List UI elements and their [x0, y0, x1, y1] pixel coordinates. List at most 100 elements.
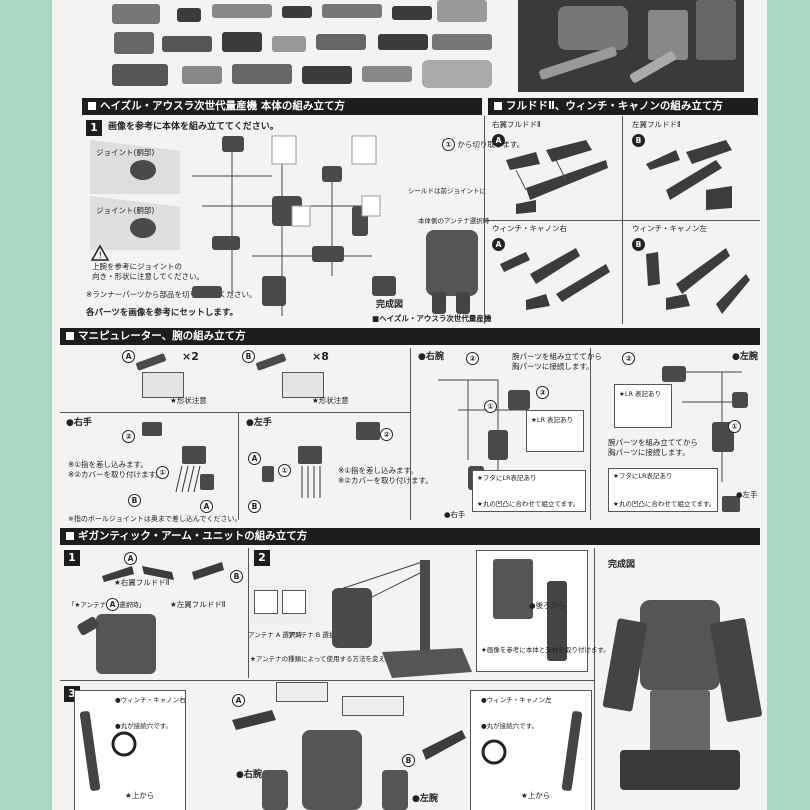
label-a: A [200, 500, 213, 513]
left-hand-diagram [262, 422, 380, 498]
left-wing-diagram [646, 140, 732, 210]
right-arm-label: ●右腕 [236, 770, 262, 780]
part-b-block: B ×8 ★形状注意 [242, 350, 362, 408]
left-wing-label: ★左翼フルドドⅡ [170, 600, 226, 609]
winch-right-label: ウィンチ・キャノン右 [492, 224, 567, 233]
label-c2: ② [622, 352, 635, 365]
winch-left-label: ウィンチ・キャノン左 [632, 224, 707, 233]
cover-note: ※②カバーを取り付けます。 [338, 476, 433, 485]
antenna-note: ★アンテナの種類によって使用する方法を変えます。 [250, 655, 404, 663]
right-hand-small: ●右手 [444, 510, 466, 519]
left-wing-label: 左翼フルドドⅡ [632, 120, 681, 129]
winch-left-detail: ●ウィンチ・キャノン左 ●丸が接続穴です。 ★上から [470, 690, 592, 810]
label-c2: ② [380, 428, 393, 441]
label-c2: ② [122, 430, 135, 443]
lr-detail-box: ★LR 表記あり [526, 410, 584, 452]
section-header-gigantic: ギガンティック・アーム・ユニットの組み立て方 [60, 528, 760, 545]
circle-marker-icon [111, 731, 137, 757]
label-a: A [492, 134, 505, 147]
divider [60, 412, 410, 413]
winch-left-diagram [646, 248, 750, 314]
divider [248, 548, 249, 678]
right-hand-label: ●右手 [66, 418, 92, 428]
left-arm-label: ●左腕 [732, 352, 758, 362]
label-a: A [124, 552, 137, 565]
label-c3: ③ [536, 386, 549, 399]
finger-note: ※①指を差し込みます。 [338, 466, 418, 475]
ball-joint-note: ※指のボールジョイントは奥まで差し込んでください。 [68, 515, 242, 523]
step-number: 1 [86, 120, 102, 136]
set-note: 各パーツを画像を参考にセットします。 [86, 308, 238, 318]
label-b: B [632, 238, 645, 251]
cover-note: ※②カバーを取り付けます。 [68, 470, 163, 479]
left-arm-label: ●左腕 [412, 794, 438, 804]
section-header-fulldo: フルドドⅡ、ウィンチ・キャノンの組み立て方 [488, 98, 758, 115]
label-c1: ① [156, 466, 169, 479]
antenna-choice-box [250, 584, 312, 624]
mini-detail [276, 682, 328, 702]
parts-list [82, 0, 502, 92]
right-wing-label: 右翼フルドドⅡ [492, 120, 541, 129]
right-arm-label: ●右腕 [418, 352, 444, 362]
robot-body [96, 614, 156, 674]
label-c1: ① [728, 420, 741, 433]
divider [60, 680, 594, 681]
part-a-block: A ×2 ★形状注意 [122, 350, 222, 408]
circle-marker-icon [481, 739, 507, 765]
label-b: B [128, 494, 141, 507]
arm-note-3: 腕パーツを組み立ててから [608, 438, 698, 447]
winch-right-detail: ●ウィンチ・キャノン右 ●丸が接続穴です。 ★上から [74, 690, 186, 810]
joint-detail-2: ジョイント(胴部) [90, 196, 180, 250]
body-instruction: 画像を参考に本体を組み立ててください。 [108, 122, 279, 132]
label-a: A [232, 694, 245, 707]
kit-photo [518, 0, 744, 92]
divider [238, 412, 239, 520]
left-hand-small: ●左手 [736, 490, 758, 499]
label-c1: ① [278, 464, 291, 477]
lid-detail-box: ★フタにLR表記あり ★丸の凹凸に合わせて組立てます。 [472, 470, 586, 512]
label-b: B [402, 754, 415, 767]
section-header-manipulator: マニピュレーター、腕の組み立て方 [60, 328, 760, 345]
finger-note: ※①指を差し込みます。 [68, 460, 148, 469]
label-c2: ② [466, 352, 479, 365]
step-number: 2 [254, 550, 270, 566]
complete-label: 完成図 [608, 560, 636, 570]
section-header-body: ヘイズル・アウスラ次世代量産機 本体の組み立て方 [82, 98, 482, 115]
complete-view-gigantic [600, 580, 764, 810]
arm-note-4: 胸パーツに接続します。 [608, 448, 690, 457]
step-number: 1 [64, 550, 80, 566]
label-b: B [632, 134, 645, 147]
label-c1: ① [484, 400, 497, 413]
lid-detail-box: ★フタにLR表記あり ★丸の凹凸に合わせて組立てます。 [608, 468, 718, 512]
label-b: B [230, 570, 243, 583]
shield-note: シールドは前ジョイントに [408, 187, 486, 195]
arm-attach-diagram [232, 710, 466, 810]
wing-attach-diagram [102, 562, 224, 582]
complete-caption: ■ヘイズル・アウスラ次世代量産機 [372, 314, 492, 323]
antenna-a-choice: アンテナ A 選択時 [248, 631, 302, 639]
lr-detail-box: ★LR 表記あり [614, 384, 672, 428]
divider [410, 348, 411, 520]
winch-right-diagram [500, 248, 610, 310]
divider [590, 348, 591, 520]
body-exploded-diagram [192, 135, 396, 316]
right-wing-label: ★右翼フルドドⅡ [114, 578, 170, 587]
stand-diagram [331, 560, 472, 678]
runner-note: ※ランナーパーツから部品を切り取ってください。 [86, 290, 257, 299]
label-a: A [492, 238, 505, 251]
svg-text:!: ! [99, 251, 103, 261]
antenna-b-choice: アンテナ B 選択時 [288, 631, 342, 639]
right-wing-diagram [506, 140, 608, 214]
joint-detail-1: ジョイント(胴部) [90, 140, 180, 194]
complete-label: 完成図 [376, 300, 404, 310]
mini-detail [342, 696, 404, 716]
warning-icon: ! [90, 244, 110, 261]
right-hand-diagram [142, 422, 214, 493]
divider [622, 116, 623, 324]
joint-note-1: 上腕を参考にジョイントの [92, 262, 182, 271]
left-hand-label: ●左手 [246, 418, 272, 428]
back-view-box: ●後ろから ★画像を参考に本体と支柱を取り付けます。 [476, 550, 610, 672]
label-b: B [248, 500, 261, 513]
arm-note-1: 腕パーツを組み立ててから [512, 352, 602, 361]
